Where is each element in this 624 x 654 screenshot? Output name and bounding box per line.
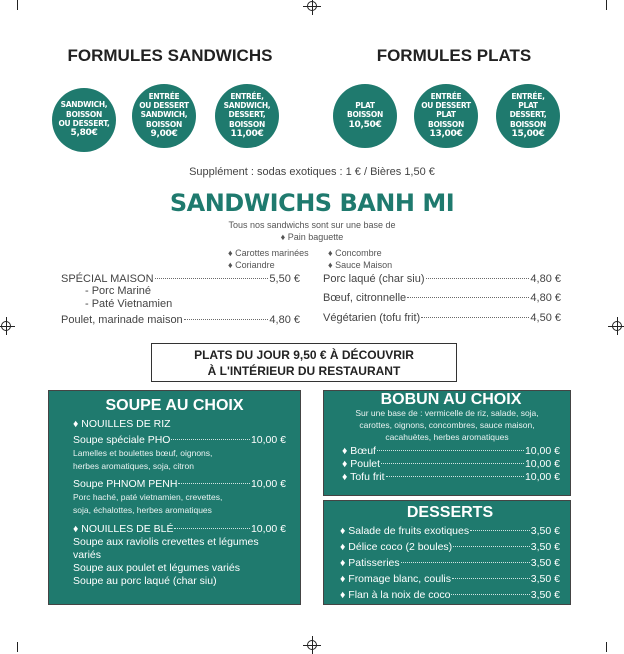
item-desc: herbes aromatiques, soja, citron	[73, 461, 194, 471]
list-item: Soupe aux raviolis crevettes et légumes …	[73, 536, 259, 561]
ingredient: ♦ Carottes marinées	[228, 248, 309, 258]
item-desc: Lamelles et boulettes bœuf, oignons,	[73, 448, 213, 458]
item-desc: Porc haché, paté vietnamien, crevettes,	[73, 492, 223, 502]
ingredient: ♦ Coriandre	[228, 260, 275, 270]
desc-line: Sur une base de : vermicelle de riz, sal…	[355, 408, 539, 418]
base-item: ♦ Pain baguette	[280, 232, 344, 242]
crop-mark	[606, 0, 607, 10]
list-item: Soupe aux poulet et légumes variés	[73, 562, 240, 574]
item-desc: soja, échalottes, herbes aromatiques	[73, 505, 212, 515]
plats-du-jour-line1: PLATS DU JOUR 9,50 € À DÉCOUVRIR	[194, 348, 414, 362]
bobun-title: BOBUN AU CHOIX	[380, 391, 522, 408]
formules-sandwichs-title: FORMULES SANDWICHS	[67, 46, 273, 65]
crop-mark	[606, 642, 607, 652]
soupe-title: SOUPE AU CHOIX	[105, 397, 244, 414]
formules-plats-title: FORMULES PLATS	[376, 46, 532, 65]
bobun-desc: Sur une base de : vermicelle de riz, sal…	[334, 407, 560, 443]
registration-mark-bottom	[303, 636, 321, 654]
ingredient: ♦ Sauce Maison	[328, 260, 393, 270]
registration-mark-top	[303, 0, 321, 15]
sub-item: - Paté Vietnamien	[85, 298, 173, 310]
list-item: Soupe au porc laqué (char siu)	[73, 575, 217, 587]
sub-item: - Porc Mariné	[85, 285, 152, 297]
sandwich-list-right: Porc laqué (char siu)4,80 € Bœuf, citron…	[323, 273, 561, 324]
base-intro: Tous nos sandwichs sont sur une base de	[228, 220, 396, 230]
desc-line: cacahuètes, herbes aromatiques	[385, 432, 509, 442]
menu-item: ♦ Délice coco (2 boules)3,50 €	[340, 541, 560, 553]
plats-du-jour-line2: À L'INTÉRIEUR DU RESTAURANT	[207, 364, 401, 378]
registration-mark-right	[608, 317, 624, 335]
supplement-text: Supplément : sodas exotiques : 1 € / Biè…	[189, 166, 435, 178]
crop-mark	[17, 0, 18, 10]
bobun-box: BOBUN AU CHOIX Sur une base de : vermice…	[323, 390, 571, 496]
registration-mark-left	[0, 317, 15, 335]
plats-du-jour-box: PLATS DU JOUR 9,50 € À DÉCOUVRIR À L'INT…	[151, 343, 457, 382]
menu-item: Végétarien (tofu frit)4,50 €	[323, 312, 561, 324]
soupe-box: SOUPE AU CHOIX ♦ NOUILLES DE RIZ Soupe s…	[48, 390, 301, 605]
formule-badge: SANDWICH, BOISSON OU DESSERT,5,80€	[52, 88, 116, 152]
menu-item: Porc laqué (char siu)4,80 €	[323, 273, 561, 285]
ingredient: ♦ Concombre	[328, 248, 382, 258]
crop-mark	[17, 642, 18, 652]
desserts-title: DESSERTS	[406, 504, 494, 521]
banh-mi-title: SANDWICHS BANH MI	[169, 189, 455, 217]
section-heading: ♦ NOUILLES DE RIZ	[73, 418, 171, 430]
desc-line: carottes, oignons, concombres, sauce mai…	[359, 420, 535, 430]
